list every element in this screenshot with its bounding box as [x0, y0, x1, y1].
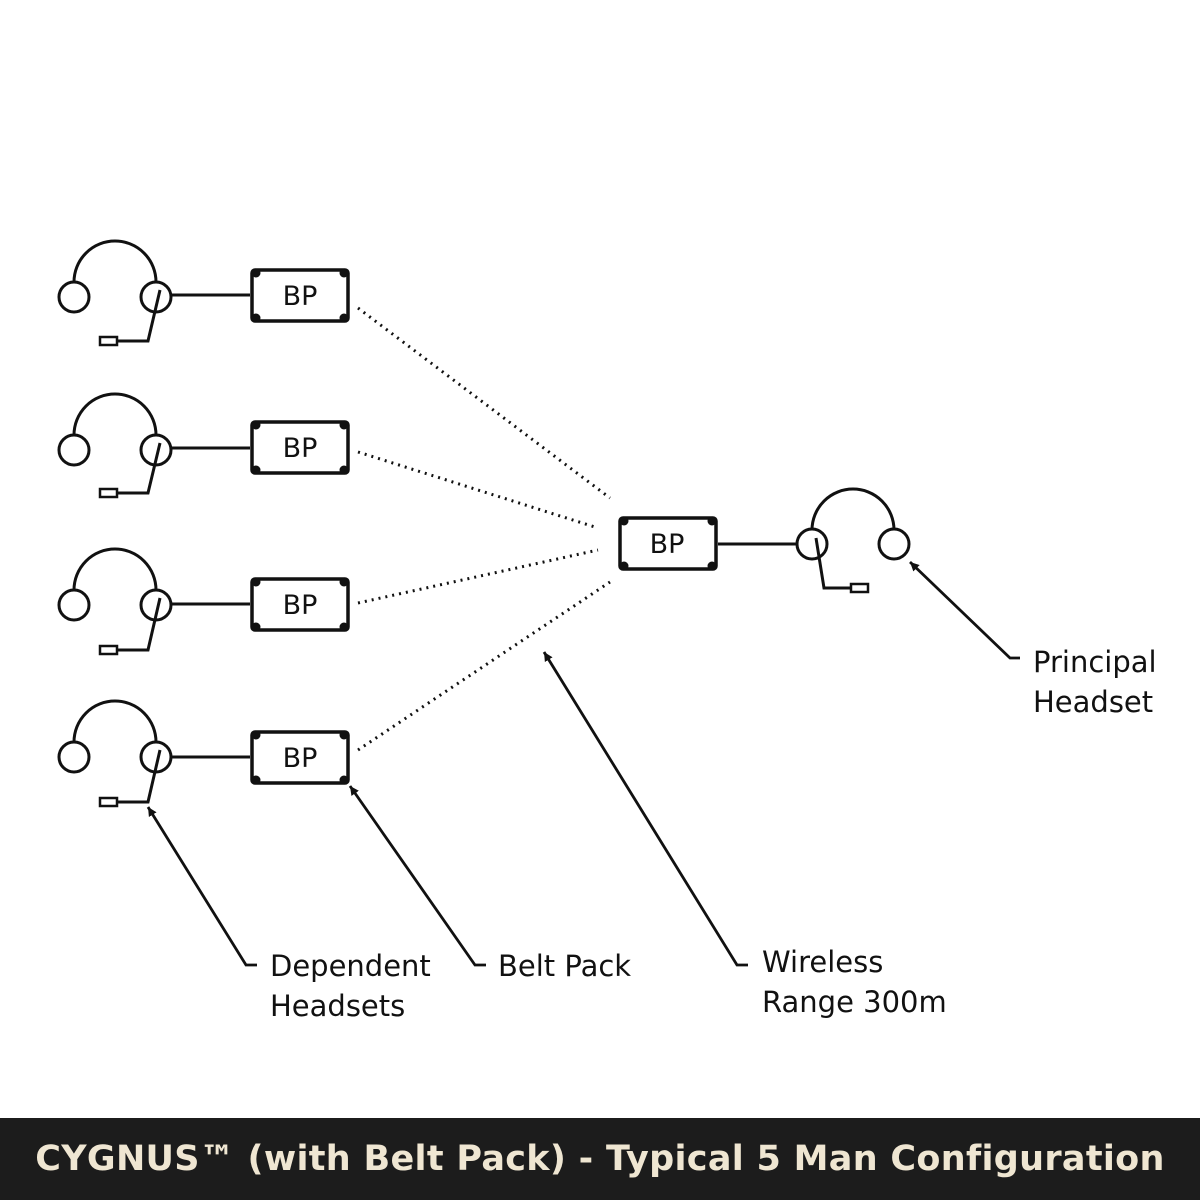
belt-pack-2-label: BP — [283, 433, 318, 464]
dependent-headsets-arrow — [146, 806, 257, 967]
wireless-link-1 — [357, 306, 611, 500]
dependent-belt-pack-2: BP — [250, 420, 350, 475]
principal-headset-icon — [718, 487, 911, 594]
configuration-diagram: BP BP BP — [57, 239, 1166, 1023]
belt-pack-label: Belt Pack — [498, 949, 631, 983]
principal-belt-pack-label: BP — [650, 529, 685, 560]
wireless-link-3 — [357, 548, 599, 605]
belt-pack-1-label: BP — [283, 281, 318, 312]
wireless-link-2 — [357, 450, 599, 530]
dependent-headset-1-icon — [57, 239, 250, 347]
dependent-belt-pack-1: BP — [250, 268, 350, 323]
wireless-link-4 — [357, 580, 611, 752]
principal-belt-pack: BP — [618, 516, 718, 571]
belt-pack-3-label: BP — [283, 590, 318, 621]
principal-headset-arrow — [909, 560, 1020, 660]
belt-pack-4-label: BP — [283, 743, 318, 774]
dependent-headset-4-icon — [57, 699, 250, 808]
belt-pack-arrow — [348, 785, 486, 967]
dependent-headset-3-icon — [57, 547, 250, 656]
principal-headset-label: Principal Headset — [1033, 645, 1166, 719]
wireless-links — [357, 306, 611, 752]
dependent-headsets-label: Dependent Headsets — [270, 949, 440, 1023]
wireless-range-label: Wireless Range 300m — [762, 945, 947, 1019]
dependent-belt-pack-4: BP — [250, 730, 350, 785]
caption-title: CYGNUS™ (with Belt Pack) - Typical 5 Man… — [35, 1139, 1165, 1179]
caption-bar: CYGNUS™ (with Belt Pack) - Typical 5 Man… — [0, 1118, 1200, 1200]
wireless-range-arrow — [542, 651, 748, 967]
dependent-headset-2-icon — [57, 392, 250, 499]
dependent-belt-pack-3: BP — [250, 577, 350, 632]
